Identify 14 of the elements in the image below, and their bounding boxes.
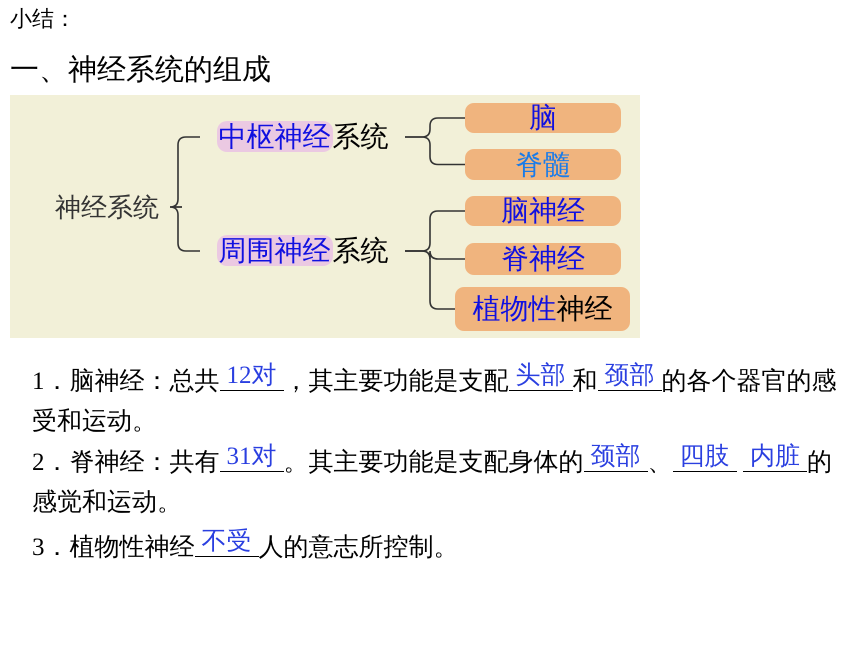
category-label: 周围神经系统 — [200, 231, 405, 271]
category-label: 神经系统 — [32, 187, 182, 227]
category-box: 植物性神经 — [455, 287, 630, 331]
category-box: 脑神经 — [465, 196, 621, 226]
fill-in-sentence: 3．植物性神经不受人的意志所控制。 — [32, 528, 460, 563]
brace-connector — [169, 206, 200, 252]
brace-connector — [405, 250, 455, 310]
category-label: 中枢神经系统 — [200, 117, 405, 157]
category-box: 脊髓 — [465, 149, 621, 180]
heading: 小结： — [10, 5, 76, 33]
category-box: 脊神经 — [465, 243, 621, 275]
category-box: 脑 — [465, 103, 621, 133]
brace-connector — [405, 136, 465, 166]
section-title: 一、神经系统的组成 — [10, 53, 271, 88]
